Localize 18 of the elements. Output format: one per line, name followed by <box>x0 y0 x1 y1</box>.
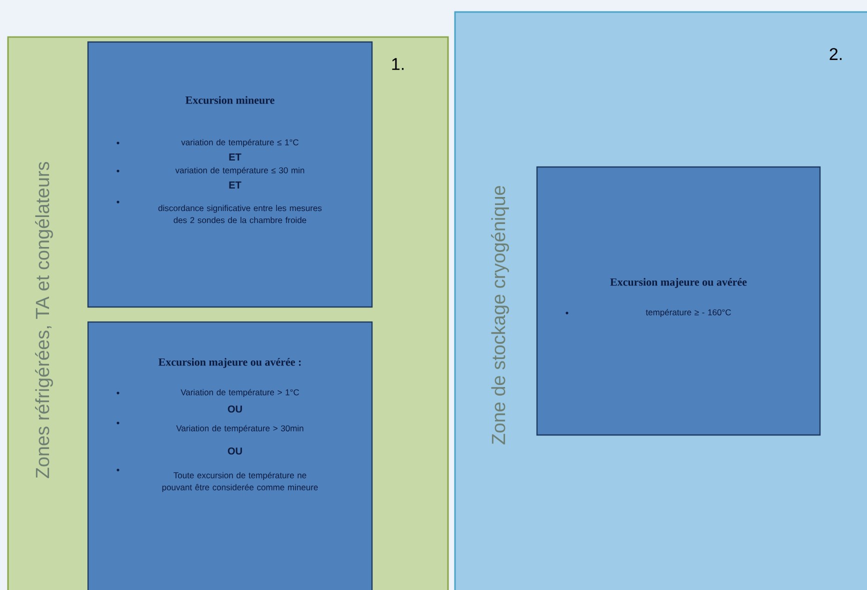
criterion-text: variation de température ≤ 30 min <box>175 167 304 175</box>
box-heading: Excursion mineure <box>186 96 274 104</box>
conjunction: OU <box>228 405 242 413</box>
criterion-text: discordance significative entre les mesures des 2 sondes de la chambre froide <box>158 204 322 224</box>
conjunction: ET <box>229 182 242 188</box>
zone-label: Zone de stockage cryogénique <box>491 186 509 444</box>
zone-label: Zones réfrigérées, TA et congélateurs <box>35 162 53 478</box>
criterion-text: Variation de température > 30min <box>176 425 304 433</box>
criterion-text: Toute excursion de température ne pouvant être considerée comme mineure <box>162 472 318 492</box>
box-heading: Excursion majeure ou avérée <box>610 278 747 288</box>
criterion-text: variation de température ≤ 1°C <box>181 139 298 147</box>
zone-number: 2. <box>830 48 842 60</box>
conjunction: OU <box>228 447 242 455</box>
conjunction: ET <box>229 154 242 160</box>
box-heading: Excursion majeure ou avérée : <box>158 358 301 368</box>
criterion-text: température ≥ - 160°C <box>646 309 731 317</box>
zone-number: 1. <box>392 58 404 70</box>
criterion-text: Variation de température > 1°C <box>180 389 300 397</box>
